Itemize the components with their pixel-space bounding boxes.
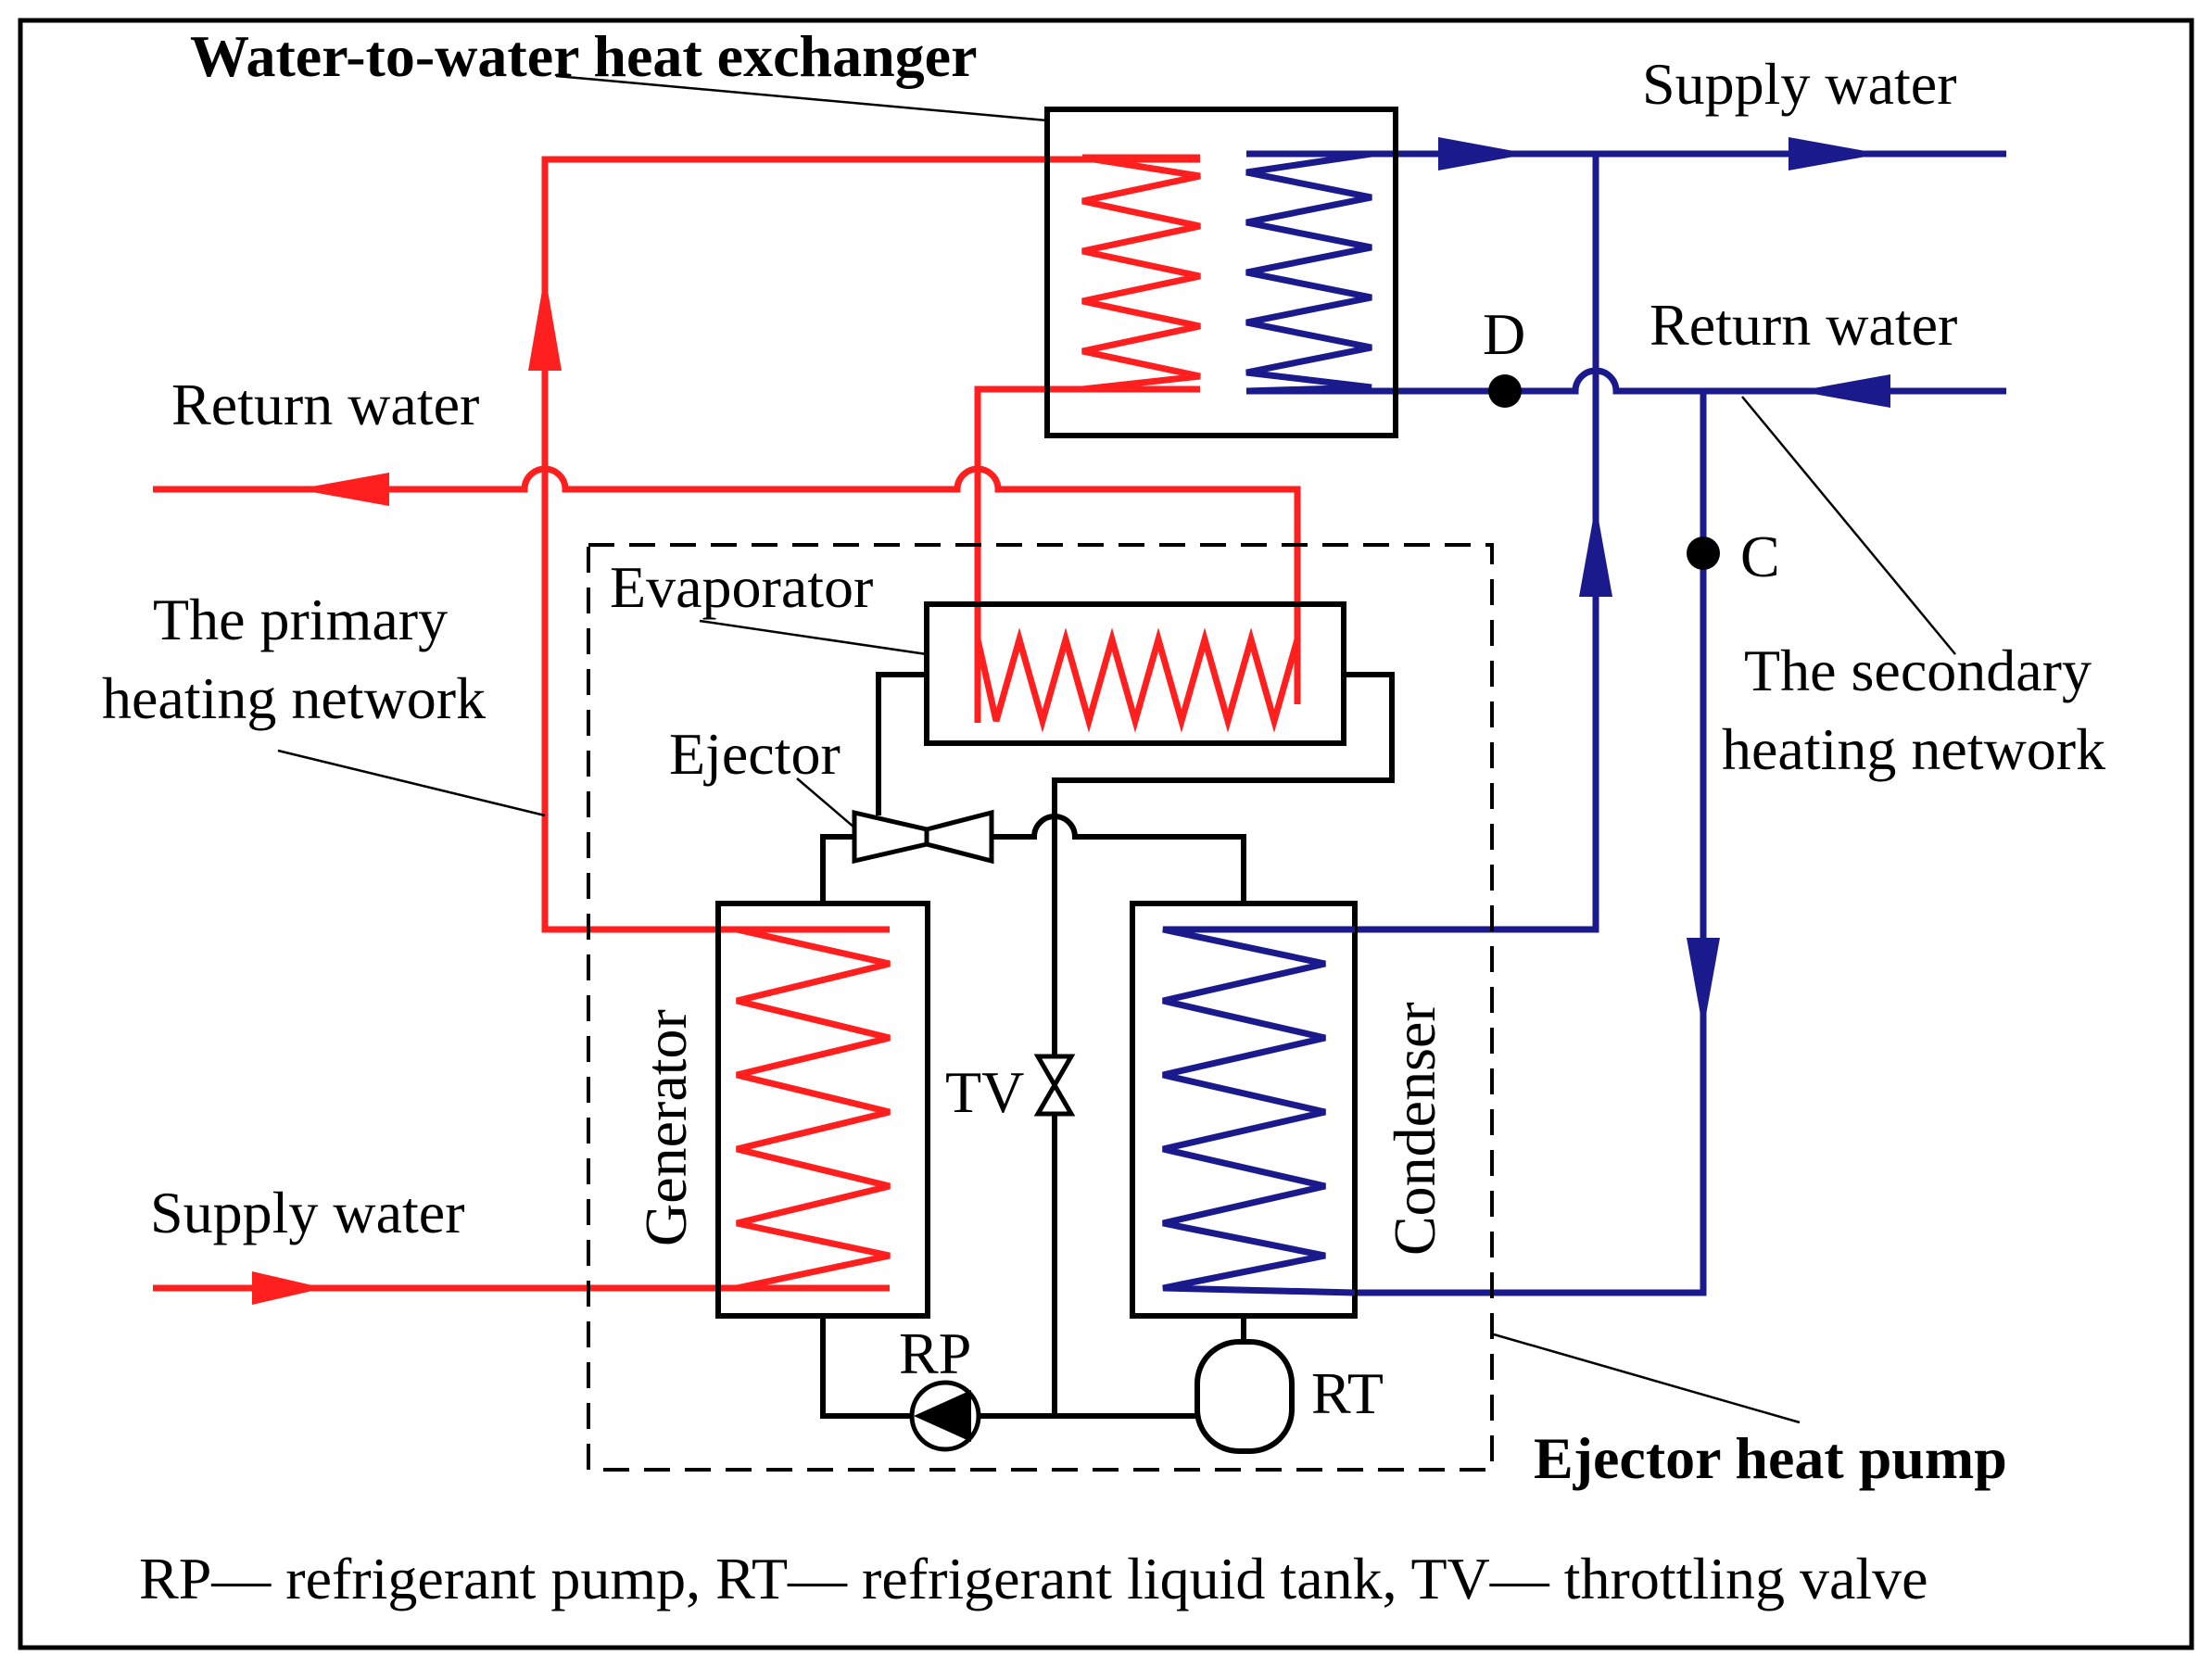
- heat-exchanger-blue-coil: [1245, 150, 1372, 395]
- label-point-c: C: [1740, 524, 1780, 589]
- label-primary-network-line2: heating network: [102, 665, 486, 731]
- pump-loop-pipe: [820, 1316, 1197, 1419]
- label-return-water-primary: Return water: [171, 372, 479, 437]
- generator-coil: [736, 926, 891, 1292]
- label-heat-exchanger: Water-to-water heat exchanger: [190, 23, 977, 89]
- evaporator-coil: [974, 627, 1301, 733]
- refrigerant-pipes: [820, 672, 1395, 1419]
- label-supply-water-secondary: Supply water: [1642, 51, 1957, 117]
- ejector-to-condenser-pipe: [992, 814, 1246, 904]
- label-evaporator: Evaporator: [610, 554, 873, 620]
- heat-exchanger-red-coil: [1081, 154, 1201, 393]
- generator-to-ejector-pipe: [820, 834, 854, 904]
- throttling-valve: [1033, 1054, 1076, 1117]
- leader-ejector: [796, 777, 855, 828]
- label-return-water-secondary: Return water: [1650, 292, 1957, 358]
- point-c-marker: [1687, 537, 1720, 570]
- arrow-secondary-up: [1579, 504, 1612, 597]
- arrow-secondary-return: [1798, 374, 1890, 408]
- label-primary-network-line1: The primary: [153, 587, 448, 652]
- label-secondary-network-line1: The secondary: [1744, 638, 2092, 703]
- outer-frame: [18, 18, 2194, 1650]
- primary-return-pipe: [153, 465, 1301, 704]
- arrow-secondary-supply: [1789, 137, 1881, 171]
- point-d-marker: [1488, 374, 1522, 408]
- heat-exchanger-box: [1044, 107, 1398, 438]
- arrow-hx-supply-out: [1438, 137, 1529, 171]
- leader-evaporator: [699, 619, 928, 656]
- refrigerant-pump-triangle: [914, 1390, 971, 1442]
- arrow-primary-supply: [252, 1271, 324, 1305]
- leader-primary-network: [277, 749, 546, 817]
- generator-box: [715, 901, 930, 1319]
- secondary-branch-pipe: [1355, 391, 1707, 1296]
- label-rt: RT: [1311, 1360, 1384, 1426]
- ejector-heat-pump-boundary: [587, 543, 1494, 1472]
- leader-secondary-network: [1741, 396, 1956, 655]
- label-generator: Generator: [633, 1009, 699, 1246]
- leader-lines: [277, 74, 1956, 1424]
- arrow-secondary-down: [1687, 938, 1720, 1030]
- label-supply-water-primary: Supply water: [150, 1180, 465, 1245]
- leader-ejector-heat-pump: [1493, 1333, 1801, 1424]
- arrow-primary-up: [528, 274, 562, 371]
- evaporator-return-pipe: [1052, 672, 1395, 815]
- ejector-body: [852, 809, 994, 865]
- label-point-d: D: [1483, 301, 1525, 367]
- label-secondary-network-line2: heating network: [1722, 716, 2105, 782]
- secondary-condenser-outlet-pipe: [1355, 154, 1599, 933]
- evaporator-to-ejector-pipe: [876, 672, 927, 815]
- label-ejector-heat-pump: Ejector heat pump: [1534, 1425, 2007, 1491]
- label-tv: TV: [945, 1059, 1024, 1125]
- arrow-primary-return: [297, 473, 389, 506]
- leader-heat-exchanger: [555, 74, 1048, 122]
- label-ejector: Ejector: [669, 721, 841, 787]
- condenser-coil: [1162, 926, 1356, 1296]
- legend-text: RP— refrigerant pump, RT— refrigerant li…: [139, 1546, 1928, 1611]
- refrigerant-liquid-tank: [1194, 1339, 1295, 1454]
- label-condenser: Condenser: [1382, 1002, 1447, 1256]
- label-rp: RP: [899, 1320, 971, 1386]
